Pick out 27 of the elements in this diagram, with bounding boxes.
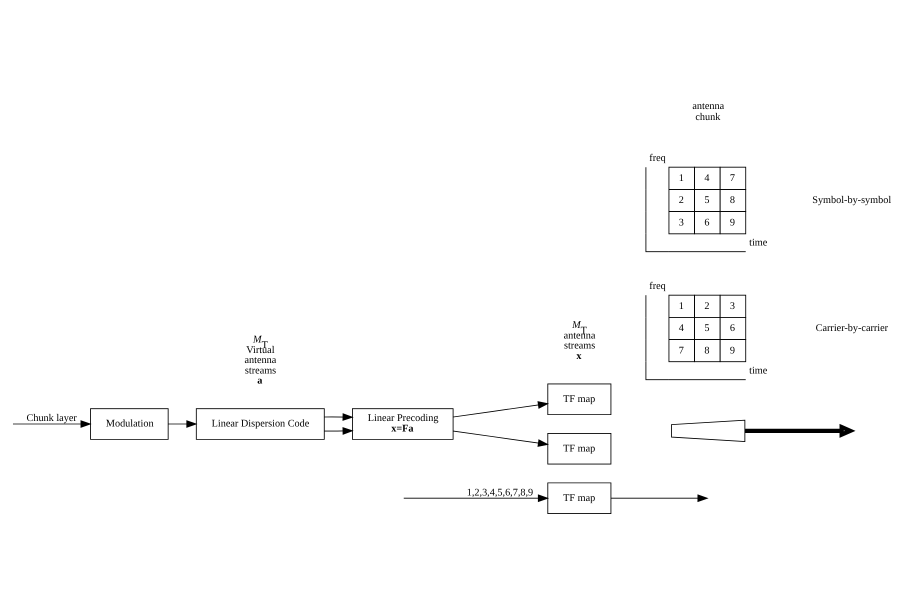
label: 2	[678, 195, 684, 206]
label: 5	[704, 195, 710, 206]
label: time	[749, 365, 768, 376]
label: freq	[649, 152, 666, 164]
label: antenna chunk	[692, 100, 724, 123]
label: 2	[704, 300, 710, 312]
label: time	[749, 237, 768, 248]
label: 3	[730, 300, 736, 312]
label: 6	[704, 217, 710, 228]
label: Symbol-by-symbol	[812, 195, 892, 206]
label: Carrier-by-carrier	[816, 323, 888, 334]
label: 4	[704, 172, 710, 184]
label: 4	[678, 323, 684, 334]
edge-label: Chunk layer	[26, 413, 77, 424]
label: 9	[730, 217, 736, 228]
label: 5	[704, 323, 710, 334]
label: 1	[678, 300, 684, 312]
label: 8	[730, 195, 736, 206]
edge-label: 1,2,3,4,5,6,7,8,9	[466, 487, 534, 498]
label: 8	[704, 345, 710, 356]
label: freq	[649, 280, 666, 292]
label: 6	[730, 323, 736, 334]
label: 1	[678, 172, 684, 184]
label: 7	[678, 345, 684, 356]
label: 3	[678, 217, 684, 228]
label: 7	[730, 172, 736, 184]
label: 9	[730, 345, 736, 356]
